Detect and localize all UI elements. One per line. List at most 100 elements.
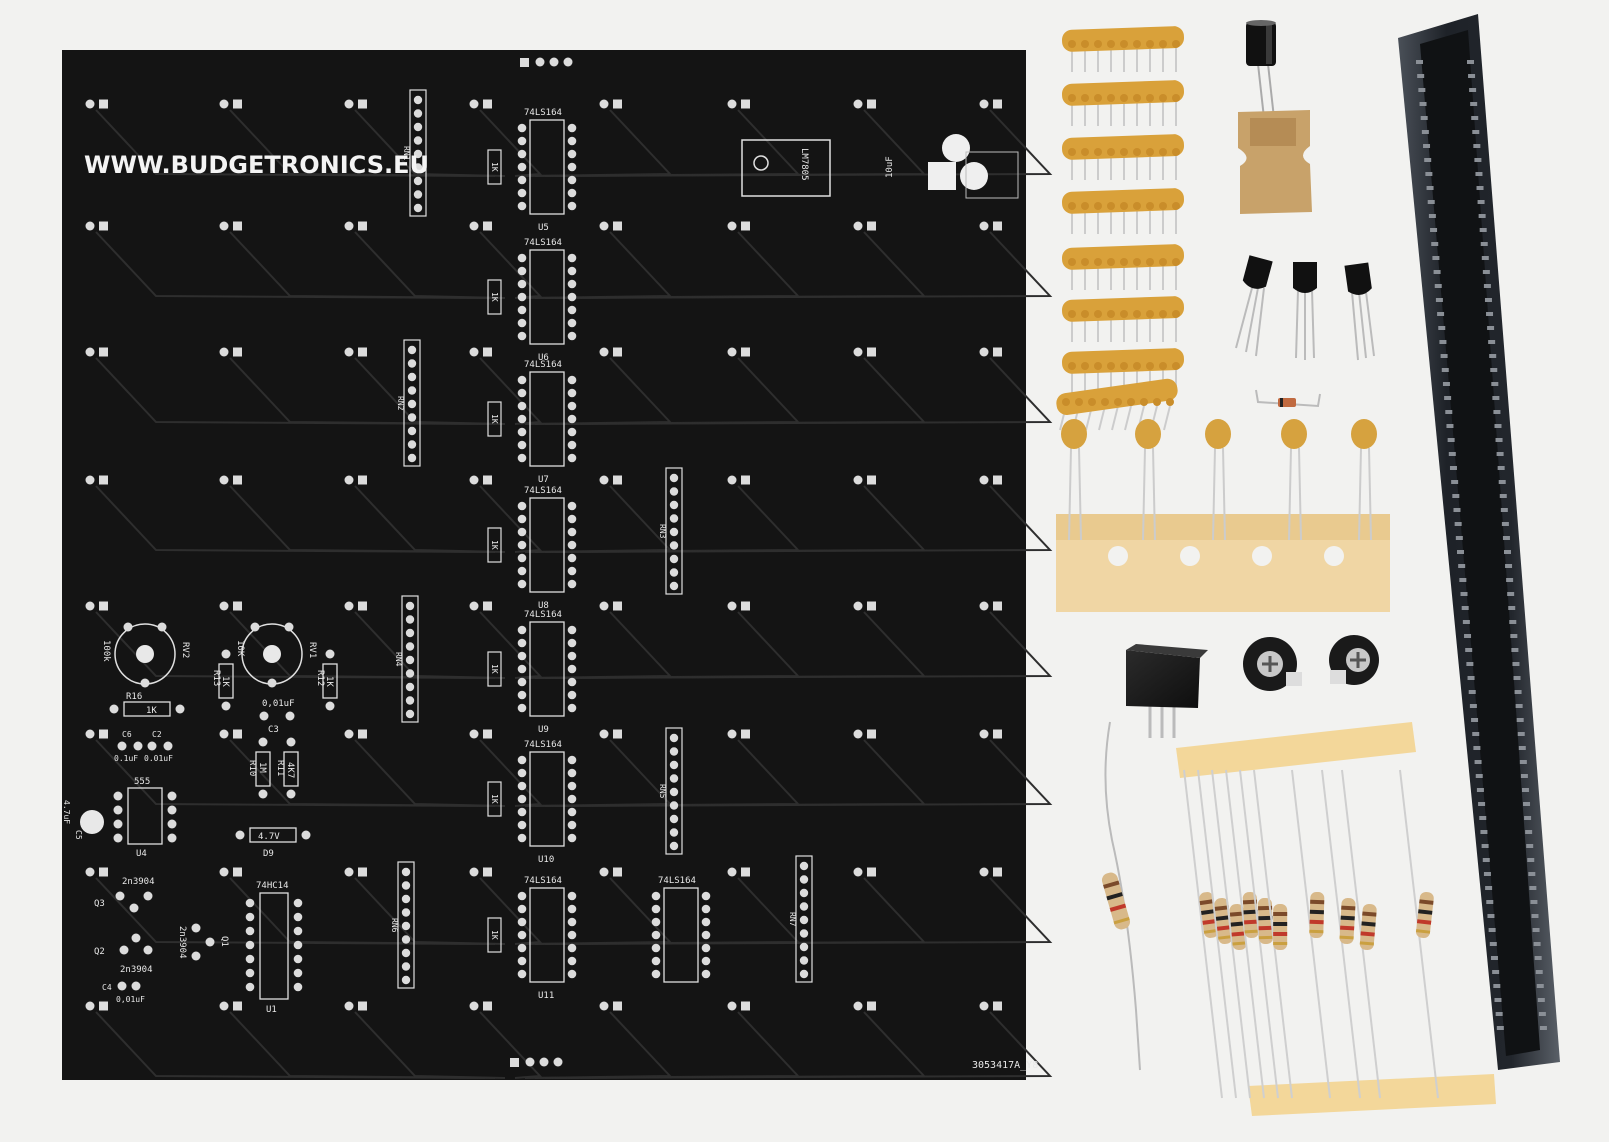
led-pad-pair — [219, 347, 242, 357]
to92-transistor — [1293, 262, 1317, 360]
led-pad-pair — [219, 99, 242, 109]
shift-register-label: 74LS164 — [524, 740, 562, 750]
led-pad-pair — [979, 221, 1002, 231]
resistor-network-footprint: RN1 — [402, 89, 427, 217]
pcb-brand-text: WWW.BUDGETRONICS.EU — [84, 151, 429, 179]
capacitor-c5: 4.7uF C5 — [62, 800, 104, 840]
led-pad-pair — [853, 221, 876, 231]
potentiometer-rv2: RV2 100k — [101, 622, 190, 688]
r10-ref: R10 — [247, 760, 257, 776]
inverter-chip-label: 74HC14 — [256, 881, 289, 891]
c3-ref: C3 — [268, 725, 279, 735]
c4-value: 0,01uF — [116, 995, 145, 1004]
led-pad-pair — [727, 347, 750, 357]
led-pad-pair — [344, 475, 367, 485]
led-pad-pair — [219, 867, 242, 877]
zener-d9: 4.7V D9 — [235, 827, 311, 859]
resistor-network-footprint: RN4 — [394, 595, 419, 723]
rv1-value: 10K — [235, 640, 245, 657]
transistor-q2: Q2 2n3904 — [94, 933, 153, 975]
led-pad-pair — [219, 729, 242, 739]
d9-value: 4.7V — [258, 832, 280, 842]
inverter-ic-u1: 74HC14 U1 — [256, 881, 289, 1015]
led-pad-pair — [853, 99, 876, 109]
led-pad-pair — [979, 99, 1002, 109]
resistor-network-sip — [1061, 244, 1185, 290]
regulator-tape — [1238, 110, 1312, 214]
inverter-ref: U1 — [266, 1005, 277, 1015]
led-pad-pair — [469, 99, 492, 109]
c3-value: 0,01uF — [262, 699, 295, 709]
led-pad-pair — [469, 475, 492, 485]
series-resistor-value: 1K — [490, 292, 499, 302]
led-pad-pair — [469, 601, 492, 611]
c4-ref: C4 — [102, 983, 112, 992]
resistor-r12: R12 1K — [315, 649, 338, 711]
capacitor-c6: C6 0.1uF — [114, 730, 143, 763]
capacitor-c3: 0,01uF C3 — [259, 699, 295, 735]
resistor-network-ref: RN7 — [788, 912, 797, 927]
trimmer-potentiometer — [1329, 635, 1379, 685]
capacitor-c4: C4 0,01uF — [102, 981, 145, 1004]
series-resistor-value: 1K — [490, 162, 499, 172]
led-pad-pair — [469, 221, 492, 231]
ceramic-capacitor — [1351, 419, 1377, 541]
shift-register-ref: U5 — [538, 223, 549, 233]
resistor-network-bag — [1056, 26, 1185, 431]
shift-register-label: 74LS164 — [658, 876, 696, 886]
led-pad-pair — [85, 221, 108, 231]
r10-value: 1M — [257, 762, 267, 773]
d9-ref: D9 — [263, 849, 274, 859]
led-pad-pair — [979, 729, 1002, 739]
shift-register-label: 74LS164 — [524, 610, 562, 620]
regulator-cap-label: 10uF — [885, 156, 895, 178]
rv2-ref: RV2 — [180, 642, 190, 658]
ic-tube — [1398, 14, 1560, 1070]
led-pad-pair — [979, 601, 1002, 611]
ceramic-capacitor — [1205, 419, 1231, 541]
resistor-r11: R11 4K7 — [275, 737, 299, 799]
led-pad-pair — [979, 867, 1002, 877]
led-pad-pair — [727, 99, 750, 109]
pcb-substrate — [62, 50, 1026, 1080]
axial-resistor — [1321, 769, 1361, 1099]
axial-resistor — [1291, 769, 1331, 1099]
pcb-traces — [95, 109, 1053, 1079]
led-pad-pair — [727, 221, 750, 231]
led-pad-pair — [853, 1001, 876, 1011]
resistor-r16: R16 1K — [109, 692, 185, 717]
timer-chip-label: 555 — [134, 777, 150, 787]
r11-ref: R11 — [275, 760, 285, 776]
ceramic-capacitor-tape — [1056, 419, 1390, 612]
resistor-r10: R10 1M — [247, 737, 271, 799]
resistor-network-ref: RN4 — [394, 652, 403, 667]
shift-register-ref: U7 — [538, 475, 549, 485]
led-pad-pair — [727, 729, 750, 739]
led-pad-pair — [599, 475, 622, 485]
axial-resistor-tape — [1176, 722, 1496, 1116]
r12-value: 1K — [324, 676, 334, 687]
led-pad-pair — [469, 347, 492, 357]
barrel-jack-pad — [942, 134, 970, 162]
shift-register-ref: U10 — [538, 855, 554, 865]
capacitor-c2: C2 0.01uF — [144, 730, 173, 763]
axial-resistor — [1399, 769, 1439, 1099]
resistor-network-sip — [1061, 188, 1185, 234]
c2-ref: C2 — [152, 730, 162, 739]
transistor-q3: 2n3904 Q3 — [94, 877, 155, 913]
shift-register-ref: U11 — [538, 991, 554, 1001]
led-pad-pair — [599, 1001, 622, 1011]
resistor-network-ref: RN3 — [658, 524, 667, 539]
led-pad-pair — [727, 1001, 750, 1011]
q1-type: 2n3904 — [177, 926, 187, 959]
pcb-footprints: 74LS164U51K74LS164U61K74LS164U71K74LS164… — [85, 89, 1002, 1011]
ceramic-capacitor — [1061, 419, 1087, 541]
series-resistor-value: 1K — [490, 414, 499, 424]
led-pad-pair — [85, 475, 108, 485]
regulator-mount-hole — [753, 155, 769, 171]
resistor-network-footprint: RN3 — [658, 467, 683, 595]
led-pad-pair — [599, 221, 622, 231]
